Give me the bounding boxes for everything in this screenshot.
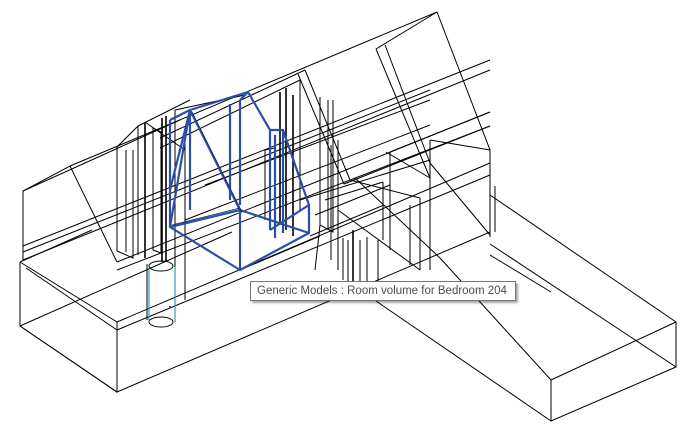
garage-extension-block[interactable] [375, 186, 677, 422]
cylinder-column[interactable] [146, 260, 176, 328]
room-volume-bedroom-204[interactable] [168, 90, 311, 308]
element-tooltip: Generic Models : Room volume for Bedroom… [250, 281, 516, 301]
house-main-block-lower[interactable] [19, 162, 491, 393]
